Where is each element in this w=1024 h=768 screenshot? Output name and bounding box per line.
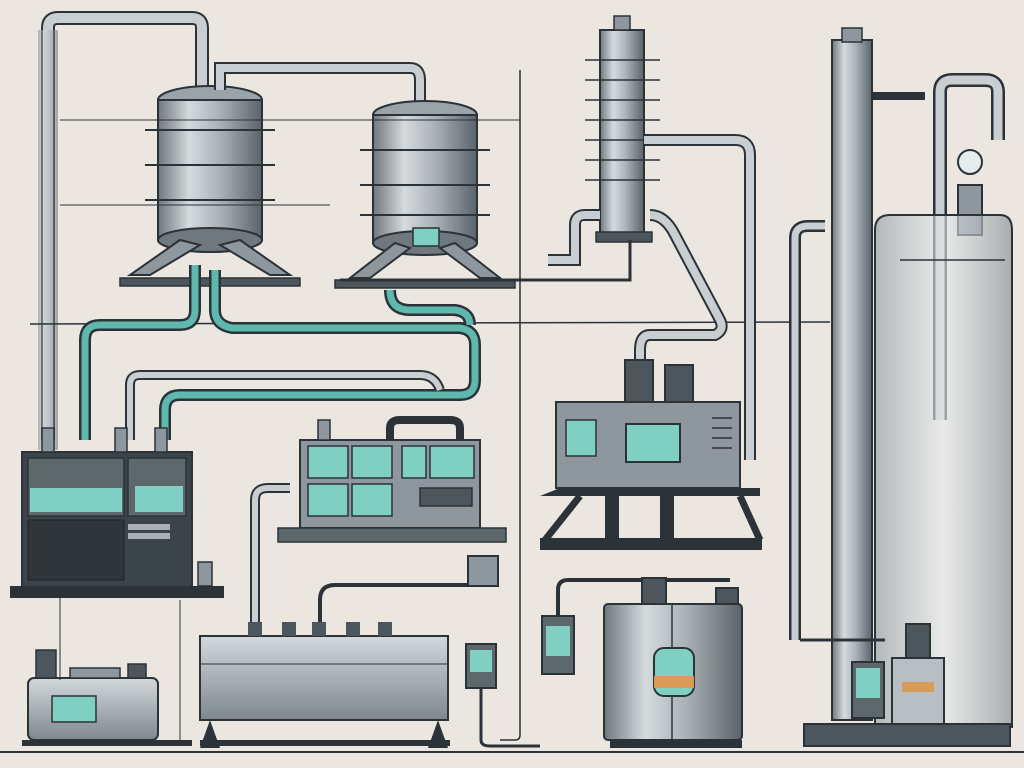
storage-tank-bottom-left [22,649,192,746]
control-unit-center [277,416,507,543]
reactor-tank-left [119,85,301,287]
processing-unit-right [540,359,764,550]
meter-small-b [541,578,730,675]
tall-column-right [789,27,1013,747]
storage-tank-bottom-right [603,577,743,748]
control-cabinet-left [10,427,224,598]
reactor-tank-center [334,100,516,289]
meter-small-a [465,555,540,748]
storage-tank-bottom-center [199,483,480,748]
left-vertical-pipe [38,11,209,450]
distillation-column [585,15,660,243]
